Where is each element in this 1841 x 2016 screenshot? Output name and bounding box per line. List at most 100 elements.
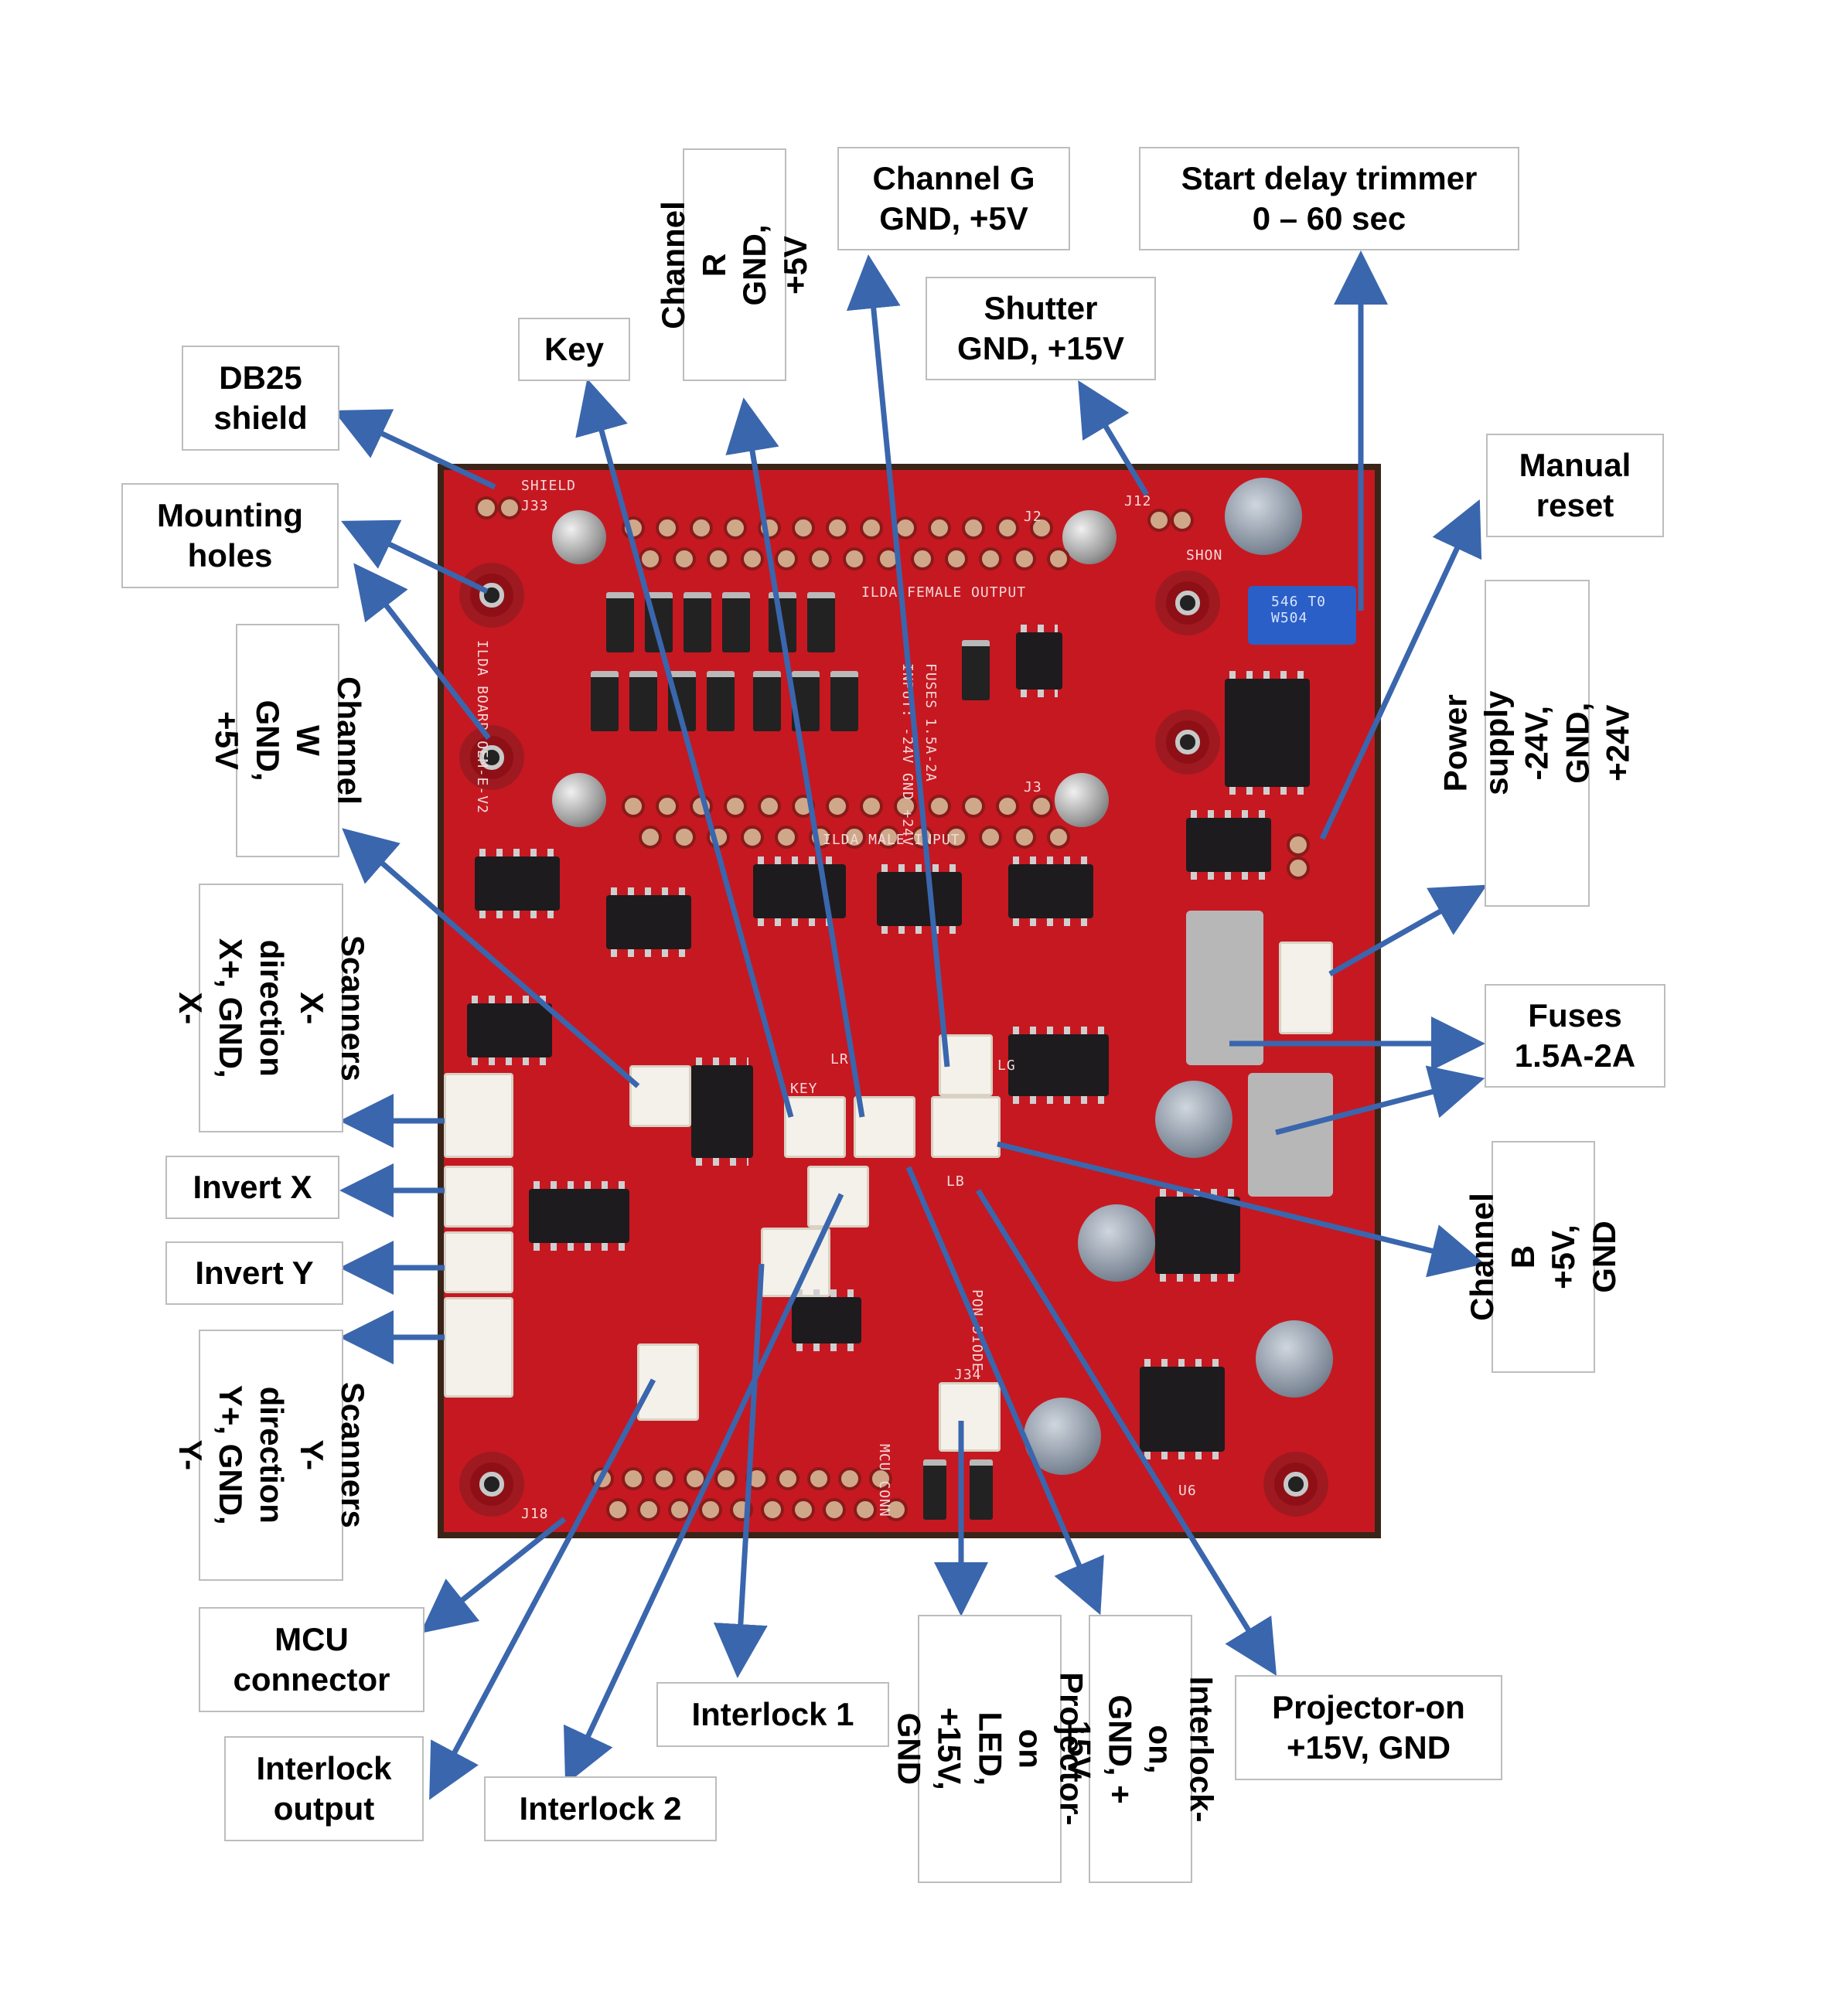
connector-pin [684,1467,707,1490]
connector-pin [745,1467,769,1490]
electrolytic-capacitor [1256,1320,1333,1398]
connector-pin [690,795,713,818]
channel-b-connector [931,1096,1001,1158]
connector-pin [1047,547,1070,570]
label-fuses: Fuses 1.5A-2A [1485,984,1665,1088]
connector-pin [758,795,781,818]
connector-pin [843,547,866,570]
lr-silkscreen: LR [830,1051,849,1068]
shutter-pin [1171,509,1194,532]
connector-pin [707,547,730,570]
fuses-note-silkscreen: FUSES 1.5A-2A [922,663,939,782]
mounting-hole [459,1452,524,1517]
invert-x-connector [444,1166,513,1228]
label-shutter: Shutter GND, +15V [926,277,1156,380]
ic-chip [475,849,560,918]
connector-pin [656,516,679,540]
ic-chip [1008,856,1093,926]
diode [923,1459,946,1520]
connector-pin [860,795,883,818]
label-scanners-y: Scanners Y-direction Y+, GND, Y- [172,1330,371,1581]
connector-pin [653,1467,676,1490]
ilda-female-silkscreen: ILDA FEMALE OUTPUT [861,584,1027,601]
electrolytic-capacitor [1225,478,1302,555]
label-db25-shield: DB25 shield [182,346,339,451]
ic-chip [753,856,846,926]
pon-diode-silkscreen: PON-DIODE [969,1289,985,1372]
projector-on-led-connector [939,1382,1001,1452]
connector-pin [724,516,747,540]
diode [962,640,990,700]
invert-y-connector [444,1231,513,1293]
ic-chip [877,864,962,934]
diode [591,671,619,731]
channel-w-connector [629,1065,691,1127]
board-name-silkscreen: ILDA BOARD OEM-E-V2 [474,640,490,814]
connector-pin [928,795,951,818]
scanner-x-connector [444,1073,513,1158]
reset-pin [1287,833,1310,856]
connector-pin [1030,795,1053,818]
label-scanners-x: Scanners X-direction X+, GND, X- [172,884,371,1132]
label-start-delay-trimmer: Start delay trimmer 0 – 60 sec [1139,147,1519,250]
label-interlock-output: Interlock output [224,1736,424,1841]
ic-chip [691,1057,753,1166]
j12-silkscreen: J12 [1124,493,1152,509]
j34-silkscreen: J34 [954,1367,982,1383]
connector-pin [807,1467,830,1490]
electrolytic-capacitor [1155,1081,1232,1158]
diode [769,592,796,652]
j2-silkscreen: J2 [1024,509,1042,525]
connector-pin [860,516,883,540]
ic-chip [1225,671,1310,795]
input-note-silkscreen: INPUT: -24V GND +24V [899,663,915,846]
connector-pin [775,547,798,570]
ic-chip [1186,810,1271,880]
fuse [1248,1073,1333,1197]
mounting-hole [459,725,524,790]
j3-silkscreen: J3 [1024,779,1042,795]
diode [792,671,820,731]
connector-pin [656,795,679,818]
label-channel-r: Channel R GND, +5V [655,148,813,381]
connector-pin [606,1498,629,1521]
label-projector-on-led: Projector-on LED, +15V, GND [891,1615,1089,1883]
diode [684,592,711,652]
label-interlock-on: Interlock-on, GND, + 15V [1062,1615,1220,1883]
diode [722,592,750,652]
connector-pin [775,826,798,849]
connector-pin [673,826,696,849]
shutter-pin [1147,509,1171,532]
trimmer-marking: 546 T0 W504 [1271,594,1327,626]
diode [645,592,673,652]
optocoupler [792,1289,861,1351]
regulator [1140,1359,1225,1459]
fuse [1186,911,1263,1065]
connector-pin [826,516,849,540]
interlock-1-connector [807,1166,869,1228]
diode [753,671,781,731]
connector-pin [699,1498,722,1521]
diode [668,671,696,731]
connector-pin [809,547,832,570]
connector-pin [776,1467,799,1490]
electrolytic-capacitor [1024,1398,1101,1475]
label-channel-b: Channel B +5V, GND [1464,1141,1622,1373]
connector-pin [741,547,764,570]
connector-pin [869,1467,892,1490]
connector-screw [1055,773,1109,827]
label-invert-y: Invert Y [165,1241,343,1305]
connector-pin [792,1498,815,1521]
channel-r-connector [784,1096,846,1158]
connector-pin [838,1467,861,1490]
shield-pin [475,496,498,519]
connector-pin [673,547,696,570]
connector-pin [758,516,781,540]
mounting-hole [1263,1452,1328,1517]
mounting-hole [1155,710,1220,775]
diode [970,1459,993,1520]
label-interlock-1: Interlock 1 [656,1682,889,1747]
connector-pin [962,795,985,818]
connector-pin [792,795,815,818]
power-connector [1279,942,1333,1034]
